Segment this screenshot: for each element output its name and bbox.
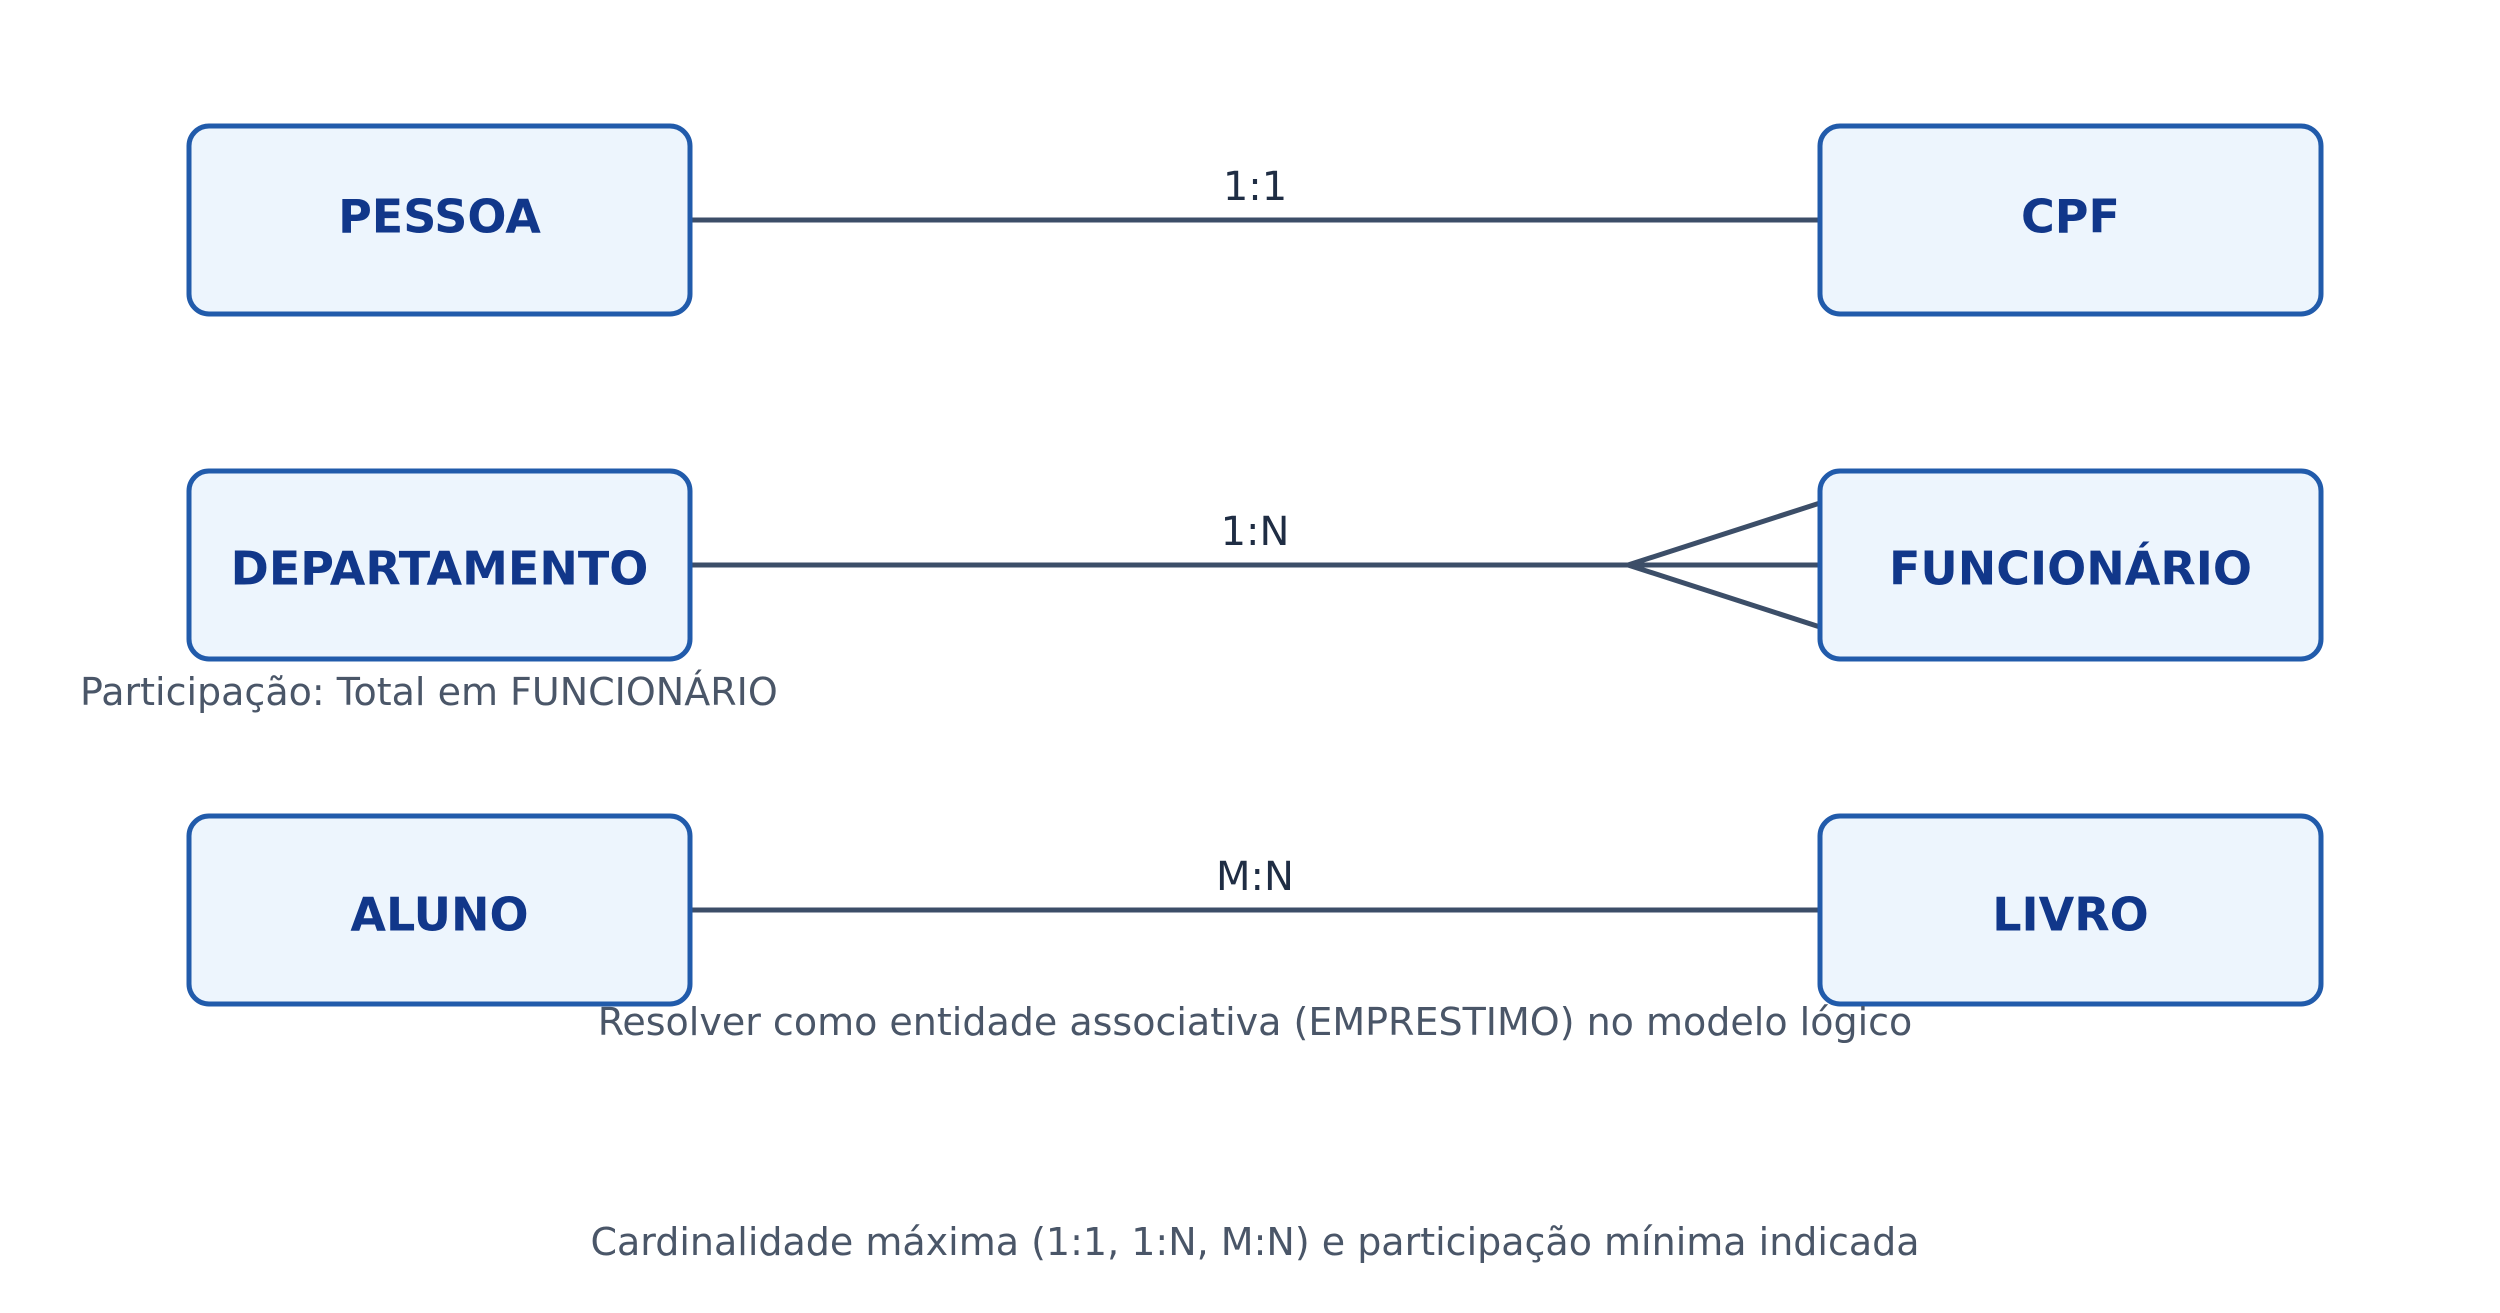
entity-aluno[interactable]: ALUNO bbox=[186, 813, 693, 1007]
entity-livro[interactable]: LIVRO bbox=[1817, 813, 2324, 1007]
entity-box bbox=[1817, 123, 2324, 317]
entity-box bbox=[186, 123, 693, 317]
cardinality-label: M:N bbox=[1216, 854, 1294, 900]
crows-foot-upper bbox=[1625, 500, 1823, 568]
entity-box bbox=[186, 813, 693, 1007]
relationship-departamento-funcionario: 1:N DEPARTAMENTO FUNCIONÁRIO Participaçã… bbox=[80, 468, 2324, 714]
entity-name: ALUNO bbox=[350, 888, 528, 942]
participation-note: Participação: Total em FUNCIONÁRIO bbox=[80, 670, 778, 714]
entity-box bbox=[1817, 468, 2324, 662]
crows-foot-lower bbox=[1625, 562, 1823, 630]
entity-box bbox=[186, 468, 693, 662]
entity-name: LIVRO bbox=[1992, 888, 2149, 942]
entity-departamento[interactable]: DEPARTAMENTO bbox=[186, 468, 693, 662]
entity-pessoa[interactable]: PESSOA bbox=[186, 123, 693, 317]
entity-name: CPF bbox=[2021, 190, 2120, 244]
footer-note: Cardinalidade máxima (1:1, 1:N, M:N) e p… bbox=[590, 1220, 1919, 1264]
relationship-pessoa-cpf: 1:1 PESSOA CPF bbox=[186, 123, 2324, 317]
entity-box bbox=[1817, 813, 2324, 1007]
entity-funcionario[interactable]: FUNCIONÁRIO bbox=[1817, 468, 2324, 662]
relationship-aluno-livro: M:N ALUNO LIVRO Resolver como entidade a… bbox=[186, 813, 2324, 1044]
cardinality-label: 1:1 bbox=[1223, 164, 1287, 210]
entity-name: DEPARTAMENTO bbox=[231, 542, 649, 596]
entity-name: PESSOA bbox=[338, 190, 541, 244]
associative-entity-note: Resolver como entidade associativa (EMPR… bbox=[598, 1000, 1913, 1044]
entity-name: FUNCIONÁRIO bbox=[1889, 542, 2252, 596]
entity-cpf[interactable]: CPF bbox=[1817, 123, 2324, 317]
cardinality-label: 1:N bbox=[1221, 509, 1290, 555]
